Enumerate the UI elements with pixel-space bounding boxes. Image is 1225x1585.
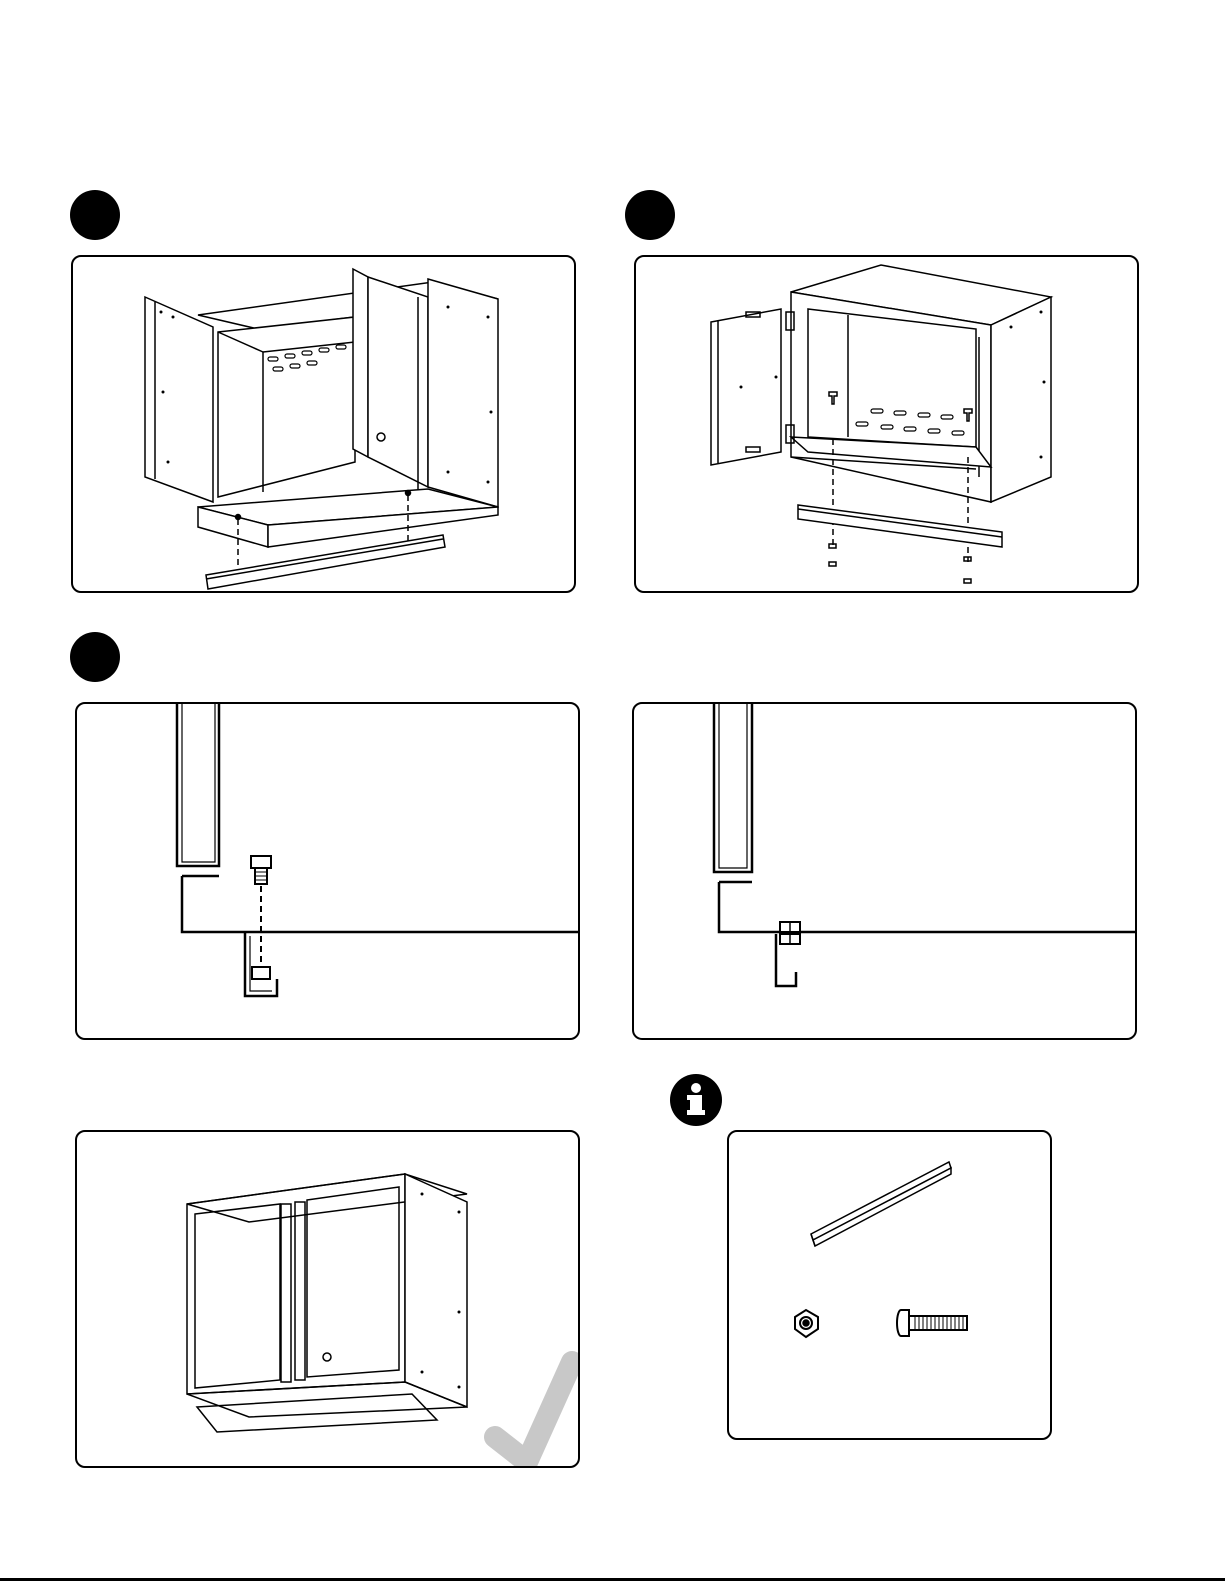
step-1-marker	[70, 190, 120, 240]
step-3-marker	[70, 632, 120, 682]
bolt-insertion-detail	[77, 704, 580, 1040]
bolt-fastened-detail	[634, 704, 1137, 1040]
step-2-illustration	[634, 255, 1139, 593]
cabinet-rail-front-drawing	[73, 257, 576, 593]
rail-icon	[811, 1162, 951, 1246]
step-3-bolt-detail-after	[632, 702, 1137, 1040]
checkmark-icon	[495, 1362, 572, 1462]
completed-cabinet-drawing	[77, 1132, 580, 1468]
bolt-icon	[897, 1310, 967, 1336]
cabinet-rail-rear-drawing	[636, 257, 1139, 593]
footer-rule	[0, 1578, 1225, 1581]
hardware-list-panel	[727, 1130, 1052, 1440]
lock-nut-icon	[795, 1310, 818, 1337]
completed-cabinet-illustration	[75, 1130, 580, 1468]
step-3-bolt-detail-before	[75, 702, 580, 1040]
step-2-marker	[625, 190, 675, 240]
step-1-illustration	[71, 255, 576, 593]
info-icon	[670, 1074, 722, 1126]
